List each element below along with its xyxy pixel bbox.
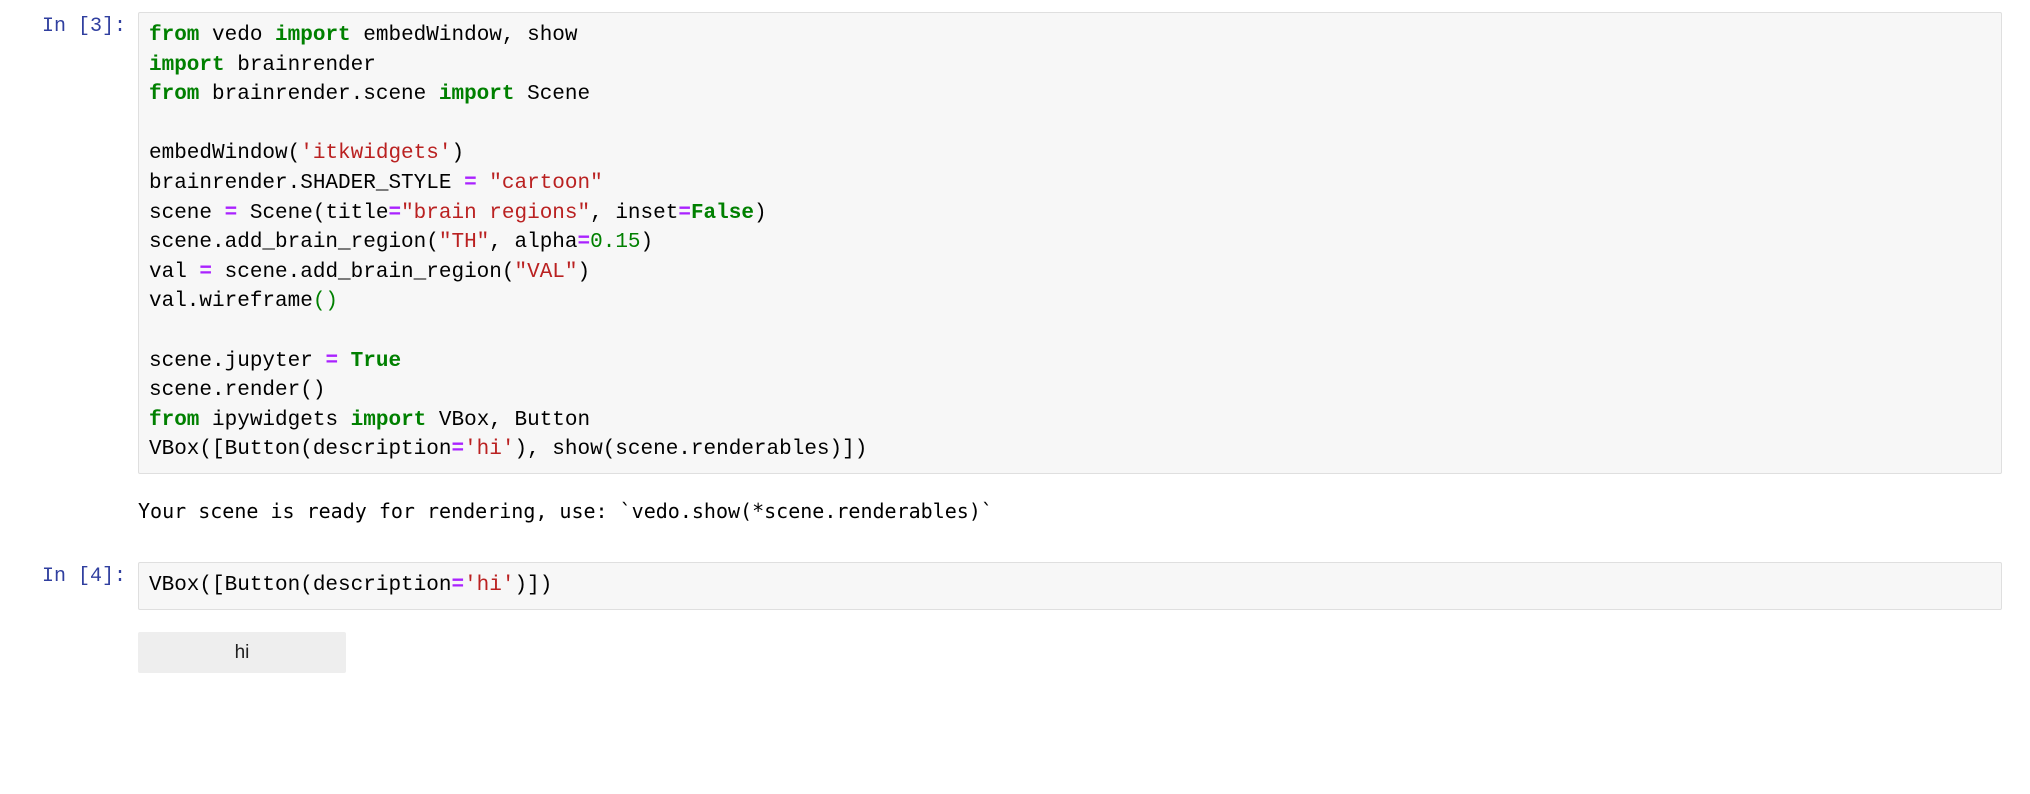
input-prompt-4[interactable]: In [4]: [41,564,126,588]
ipywidget-hi-button[interactable]: hi [138,631,346,673]
source-code-4[interactable]: VBox([Button(description='hi')]) [149,573,553,597]
code-editor-3[interactable]: from vedo import embedWindow, show impor… [138,12,2002,474]
output-prompt-4 [0,632,138,662]
spacer-after-cell-3 [0,474,2030,496]
widget-output-row-4: hi [0,631,2030,673]
output-row-3: Your scene is ready for rendering, use: … [0,496,2030,526]
output-area-3: Your scene is ready for rendering, use: … [138,496,2002,526]
code-editor-4[interactable]: VBox([Button(description='hi')]) [138,561,2002,610]
spacer-top [0,0,2030,12]
source-code-3[interactable]: from vedo import embedWindow, show impor… [149,24,868,462]
input-area-3: from vedo import embedWindow, show impor… [138,12,2002,474]
widget-area-4: hi [138,631,2030,673]
code-cell-4: In [4]: VBox([Button(description='hi')]) [0,561,2030,610]
spacer-between-cells [0,526,2030,562]
code-cell-3: In [3]: from vedo import embedWindow, sh… [0,12,2030,474]
spacer-after-cell-4 [0,610,2030,632]
input-area-4: VBox([Button(description='hi')]) [138,561,2002,610]
output-prompt-3 [0,496,138,526]
stream-output-text: Your scene is ready for rendering, use: … [138,498,993,523]
input-prompt-3[interactable]: In [3]: [41,15,126,38]
